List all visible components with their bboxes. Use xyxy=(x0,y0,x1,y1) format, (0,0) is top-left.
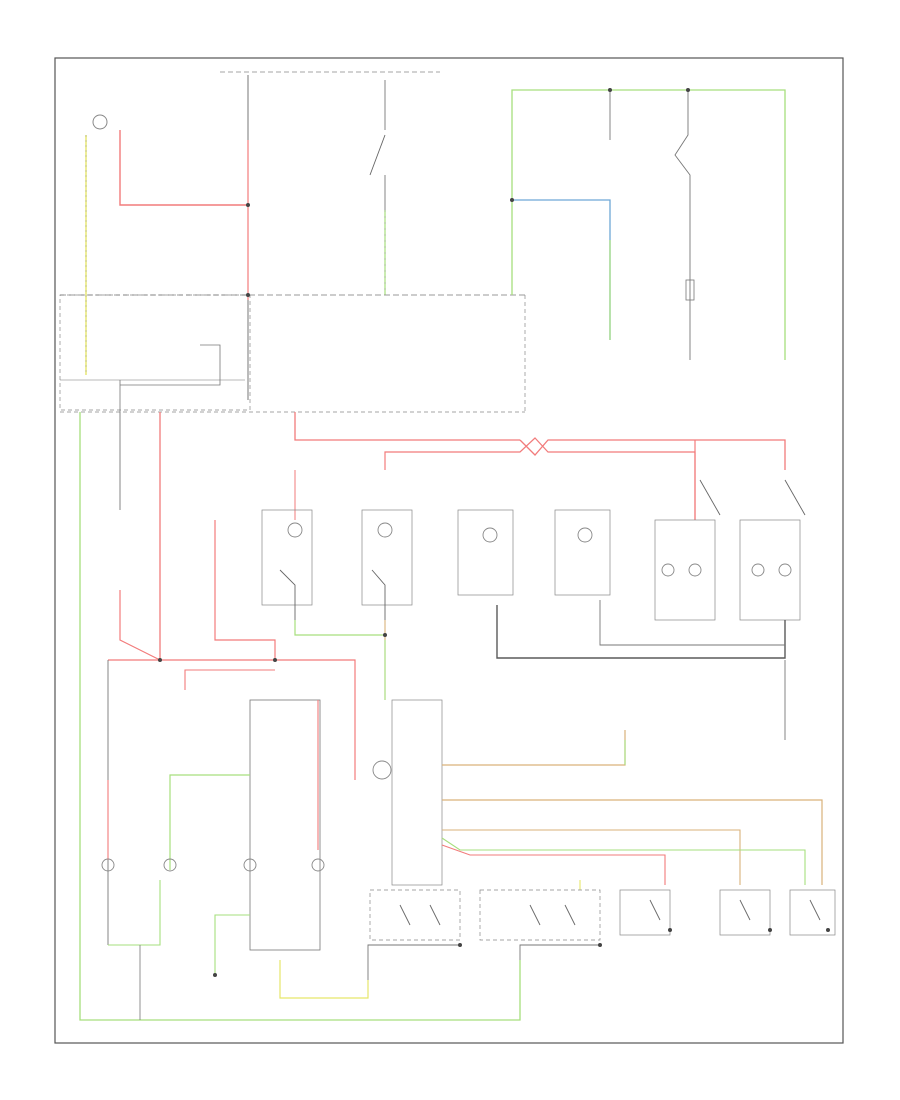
lower-left-section xyxy=(79,412,521,1021)
lower-right-section xyxy=(367,699,836,980)
lamp-icon xyxy=(311,858,325,872)
lamp-icon xyxy=(372,760,392,780)
middle-red-bus xyxy=(119,412,786,661)
splice-icon xyxy=(158,658,162,662)
lamp-icon xyxy=(482,527,498,543)
splice-icon xyxy=(768,928,772,932)
splice-icon xyxy=(826,928,830,932)
resistor xyxy=(685,279,695,301)
lamp-icon xyxy=(377,522,393,538)
top-left-section xyxy=(59,75,526,413)
diagram-border xyxy=(54,57,844,1044)
lamp-icon xyxy=(778,563,792,577)
module-box xyxy=(249,699,321,951)
splice-icon xyxy=(246,203,250,207)
splice-icon xyxy=(510,198,514,202)
switch-row xyxy=(261,479,806,740)
top-right-section xyxy=(511,89,786,360)
splice-icon xyxy=(213,973,217,977)
splice-icon xyxy=(686,88,690,92)
lamp-icon xyxy=(688,563,702,577)
splice-icon xyxy=(383,633,387,637)
splice-icon xyxy=(668,928,672,932)
splice-icon xyxy=(246,293,250,297)
lamp-icon xyxy=(751,563,765,577)
lamp-icon xyxy=(287,522,303,538)
splice-points xyxy=(158,88,690,977)
lamp-icon xyxy=(92,114,108,130)
lamp-icon xyxy=(243,858,257,872)
relay-module xyxy=(59,294,251,411)
splice-icon xyxy=(598,943,602,947)
lamp-icon xyxy=(163,858,177,872)
lamp-icon xyxy=(577,527,593,543)
top-middle-section xyxy=(220,71,440,295)
lamp-icon xyxy=(101,858,115,872)
splice-icon xyxy=(608,88,612,92)
splice-icon xyxy=(273,658,277,662)
lamp-icon xyxy=(661,563,675,577)
splice-icon xyxy=(458,943,462,947)
